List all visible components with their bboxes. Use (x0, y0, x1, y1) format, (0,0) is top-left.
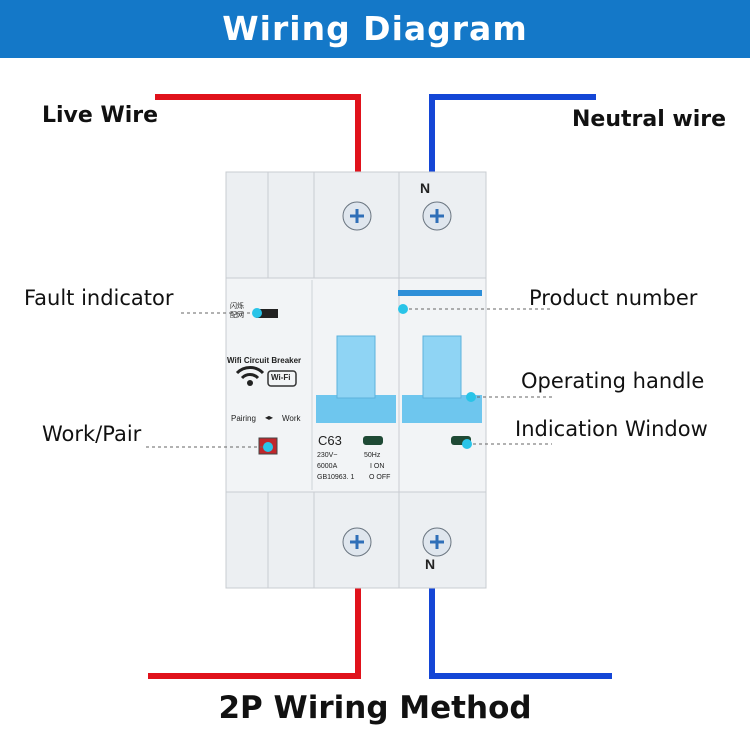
pairing-text: Pairing (231, 414, 256, 423)
work-pair-label: Work/Pair (42, 422, 142, 446)
wifi-badge (267, 370, 297, 387)
callout-dots (252, 304, 476, 452)
wifi-badge-text: Wi-Fi (271, 373, 291, 382)
voltage-text: 230V~ (317, 452, 338, 459)
page-title: Wiring Diagram (222, 9, 528, 48)
standard-text: GB10963. 1 (317, 474, 355, 481)
screw-icon (422, 527, 452, 557)
wiring-method-title: 2P Wiring Method (218, 690, 532, 726)
arrow-icon: ◂▸ (265, 413, 274, 422)
callout-lines (146, 308, 552, 448)
indication-window-left (363, 436, 383, 445)
screw-icon (342, 201, 372, 231)
neutral-wire-bottom (429, 585, 612, 679)
rating-model: C63 (318, 433, 342, 448)
indication-window-label: Indication Window (515, 417, 708, 441)
neutral-wire-label: Neutral wire (572, 107, 727, 132)
top-neutral-pole-label: N (420, 180, 431, 196)
indicator-text-1: 闪烁 (230, 303, 244, 310)
screw-icon (422, 201, 452, 231)
circuit-breaker (225, 171, 487, 589)
off-label: O OFF (369, 474, 391, 481)
operating-handle-left (316, 395, 396, 423)
product-number-label: Product number (529, 286, 698, 310)
fault-indicator-led (256, 309, 278, 318)
indicator-text-2: 配网 (230, 312, 244, 319)
live-wire-top (155, 94, 361, 175)
bottom-neutral-pole-label: N (425, 556, 436, 572)
frequency-text: 50Hz (364, 452, 381, 459)
fault-indicator-label: Fault indicator (24, 286, 174, 310)
operating-handle-label: Operating handle (521, 369, 705, 393)
neutral-wire-top (429, 94, 596, 175)
brand-text: Wifi Circuit Breaker (227, 356, 302, 365)
capacity-text: 6000A (317, 463, 338, 470)
work-text: Work (282, 414, 301, 423)
on-label: I ON (370, 463, 385, 470)
screw-icon (342, 527, 372, 557)
wifi-icon (235, 366, 265, 386)
title-banner (0, 0, 750, 58)
live-wire-bottom (148, 585, 361, 679)
live-wire-label: Live Wire (42, 103, 159, 128)
